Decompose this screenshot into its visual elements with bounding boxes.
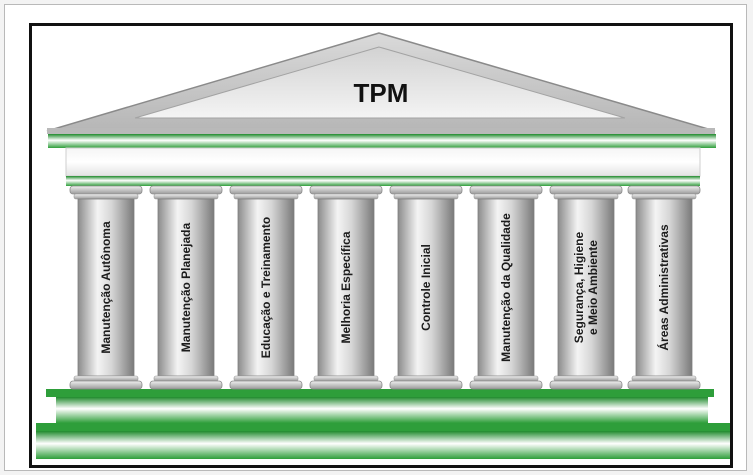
pillar: Manutenção Autônoma [69, 185, 143, 390]
pediment-roof [46, 32, 716, 134]
pillar: Manutenção da Qualidade [469, 185, 543, 390]
pillar-label: Manutenção Autônoma [99, 221, 113, 354]
pillar: Controle Inicial [389, 185, 463, 390]
pillar: Segurança, Higienee Meio Ambiente [549, 185, 623, 390]
pillar: Melhoria Específica [309, 185, 383, 390]
pillar-label: Melhoria Específica [339, 231, 353, 343]
diagram-title: TPM [354, 78, 409, 108]
pillar-label: Manutenção da Qualidade [499, 213, 513, 362]
pillar-label: Controle Inicial [419, 244, 433, 331]
pillar-label: Manutenção Planejada [179, 222, 193, 352]
temple-base [36, 389, 730, 459]
pillars-group: Manutenção Autônoma Manutenção Planejada E… [69, 185, 701, 390]
pillar: Educação e Treinamento [229, 185, 303, 390]
pillar-label: Segurança, Higienee Meio Ambiente [572, 231, 600, 343]
pillar: Manutenção Planejada [149, 185, 223, 390]
pillar-label: Áreas Administrativas [656, 224, 671, 351]
entablature [48, 134, 716, 186]
pillar-label: Educação e Treinamento [259, 217, 273, 358]
pillar: Áreas Administrativas [627, 185, 701, 390]
